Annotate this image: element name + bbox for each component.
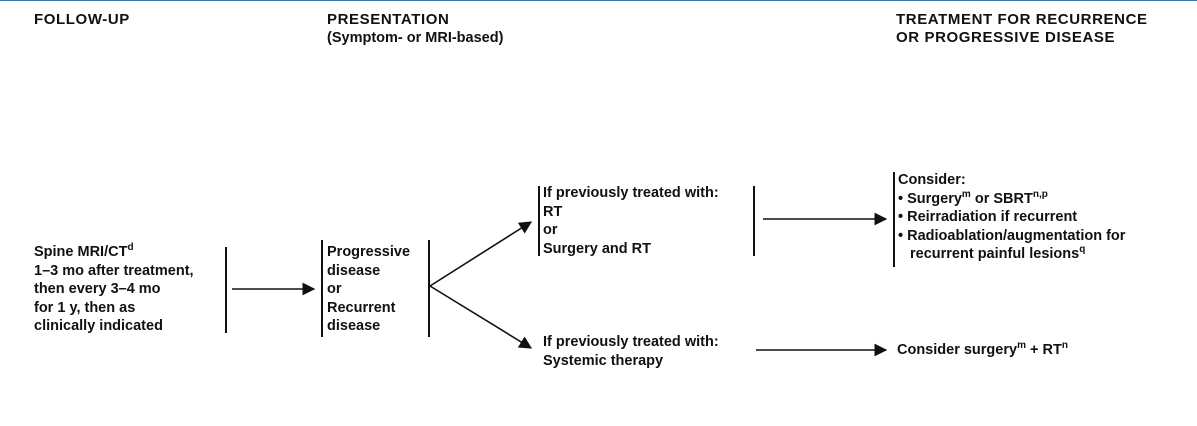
follow-up-box: Spine MRI/CTd 1–3 mo after treatment, th… [34, 243, 194, 336]
presentation-box: Progressive disease or Recurrent disease [327, 243, 410, 336]
consider-upper-left-bar [893, 172, 895, 267]
branch-upper-box: If previously treated with: RT or Surger… [543, 184, 719, 258]
branch-upper-line: Surgery and RT [543, 240, 651, 257]
header-presentation: PRESENTATION (Symptom- or MRI-based) [327, 11, 504, 46]
follow-up-line: then every 3–4 mo [34, 281, 161, 297]
presentation-line: Recurrent [327, 299, 396, 316]
branch-lower-line: Systemic therapy [543, 352, 664, 369]
consider-bullet: • Reirradiation if recurrent [898, 209, 1078, 225]
consider-upper-box: Consider: • Surgerym or SBRTn,p • Reirra… [898, 171, 1125, 264]
branch-upper-line: If previously treated with: [543, 185, 719, 201]
top-rule [0, 0, 1197, 1]
header-treatment: TREATMENT FOR RECURRENCE OR PROGRESSIVE … [896, 11, 1148, 46]
presentation-line: disease [327, 262, 381, 279]
branch-upper-line: RT [543, 203, 563, 220]
consider-lower-text: Consider surgerym + RTn [897, 340, 1068, 359]
presentation-line: disease [327, 318, 381, 334]
follow-up-title: Spine MRI/CTd [34, 242, 134, 261]
branch-lower-box: If previously treated with: Systemic the… [543, 333, 719, 370]
branch-upper-right-bar [753, 186, 755, 256]
branch-upper-line: or [543, 222, 558, 238]
consider-bullet-continuation: recurrent painful lesionsq [910, 244, 1086, 263]
follow-up-line: 1–3 mo after treatment, [34, 262, 194, 279]
arrow-to-lower-branch [429, 285, 533, 349]
presentation-line: Progressive [327, 244, 411, 260]
presentation-line: or [327, 281, 342, 297]
branch-lower-line: If previously treated with: [543, 334, 719, 350]
arrow-to-upper-branch [429, 221, 533, 287]
header-presentation-subtitle: (Symptom- or MRI-based) [327, 30, 504, 46]
header-follow-up: FOLLOW-UP [34, 11, 130, 28]
consider-bullet: • Surgerym or SBRTn,p [898, 188, 1048, 207]
follow-up-right-bar [225, 247, 227, 333]
follow-up-line: clinically indicated [34, 318, 163, 334]
presentation-left-bar [321, 240, 323, 337]
follow-up-line: for 1 y, then as [34, 299, 136, 316]
consider-title: Consider: [898, 172, 966, 188]
consider-bullet: • Radioablation/augmentation for [898, 227, 1126, 244]
branch-upper-left-bar [538, 186, 540, 256]
presentation-right-bar [428, 240, 430, 337]
